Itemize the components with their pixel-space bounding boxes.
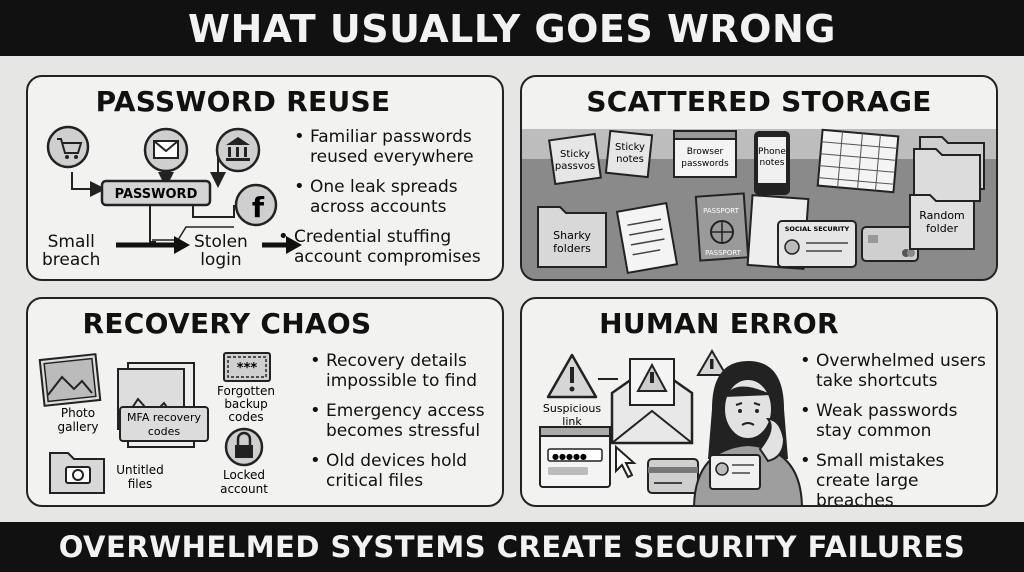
cart-icon (46, 125, 90, 169)
spreadsheet (816, 128, 900, 194)
passport: PASSPORT PASSPORT (694, 192, 750, 262)
panel-password-reuse: PASSWORD REUSE (26, 75, 504, 281)
header-title: WHAT USUALLY GOES WRONG (188, 7, 836, 51)
human-error-bullets: Overwhelmed users take shortcuts Weak pa… (800, 351, 996, 505)
cursor-icon (615, 444, 637, 479)
password-label: PASSWORD (115, 187, 198, 202)
svg-text:gallery: gallery (57, 420, 98, 434)
panel-title: HUMAN ERROR (599, 307, 839, 340)
svg-text:passvos: passvos (555, 161, 595, 172)
svg-text:PASSPORT: PASSPORT (703, 207, 740, 215)
svg-text:folder: folder (926, 222, 958, 235)
bullet: One leak spreads across accounts (294, 177, 502, 217)
browser-window: Browser passwords (673, 130, 737, 178)
scattered-storage-illustration: Sticky passvos Sticky notes Browser pass… (522, 128, 996, 279)
bullet: Old devices hold critical files (310, 451, 502, 491)
svg-text:codes: codes (148, 425, 181, 438)
svg-text:link: link (562, 415, 582, 428)
svg-text:●●●●●: ●●●●● (552, 452, 587, 461)
svg-text:SOCIAL SECURITY: SOCIAL SECURITY (785, 225, 850, 233)
svg-text:codes: codes (228, 410, 263, 424)
svg-text:MFA recovery: MFA recovery (127, 411, 201, 424)
svg-text:Untitled: Untitled (116, 463, 163, 477)
svg-text:folders: folders (553, 242, 591, 255)
panel-title: SCATTERED STORAGE (586, 85, 932, 118)
backup-codes-card: *** (223, 352, 271, 382)
envelope-icon (610, 358, 694, 445)
recovery-chaos-illustration: Photo gallery MFA recovery codes *** For… (38, 352, 275, 496)
svg-text:account: account (220, 482, 268, 496)
svg-text:***: *** (237, 361, 258, 376)
svg-text:backup: backup (224, 397, 267, 411)
svg-text:Forgotten: Forgotten (217, 384, 275, 398)
svg-text:Sharky: Sharky (553, 229, 591, 242)
credit-card (861, 226, 919, 262)
stolen-login-label: Stolen login (194, 232, 248, 270)
panel-recovery-chaos: RECOVERY CHAOS Photo gallery MFA recover… (26, 297, 504, 507)
svg-text:Browser: Browser (687, 147, 724, 157)
bullet: Credential stuffing account compromises (278, 227, 502, 267)
svg-text:Suspicious: Suspicious (543, 402, 602, 415)
panel-title: PASSWORD REUSE (95, 85, 391, 118)
title-band (522, 77, 996, 129)
password-reuse-bullets: Familiar passwords reused everywhere One… (278, 127, 502, 277)
credit-card (647, 458, 699, 494)
svg-text:files: files (128, 477, 153, 491)
svg-text:passwords: passwords (681, 159, 729, 169)
mail-icon (143, 127, 189, 173)
bullet: Recovery details impossible to find (310, 351, 502, 391)
svg-text:Random: Random (919, 209, 965, 222)
bullet: Emergency access becomes stressful (310, 401, 502, 441)
mfa-recovery-codes: MFA recovery codes (119, 406, 209, 442)
folder-stack (913, 136, 985, 202)
bank-icon (215, 127, 261, 173)
folder: Random folder (909, 194, 975, 250)
svg-text:Sticky: Sticky (560, 149, 590, 160)
footer-banner: OVERWHELMED SYSTEMS CREATE SECURITY FAIL… (0, 522, 1024, 572)
header-banner: WHAT USUALLY GOES WRONG (0, 0, 1024, 56)
small-breach-label: Small breach (42, 232, 101, 270)
bullet: Small mistakes create large breaches (800, 451, 996, 505)
bullet: Overwhelmed users take shortcuts (800, 351, 996, 391)
phone: Phone notes (754, 131, 790, 195)
svg-text:Phone: Phone (758, 147, 786, 157)
svg-text:PASSPORT: PASSPORT (705, 249, 742, 257)
footer-title: OVERWHELMED SYSTEMS CREATE SECURITY FAIL… (58, 530, 966, 564)
svg-text:notes: notes (760, 158, 785, 168)
svg-text:Locked: Locked (223, 468, 265, 482)
svg-text:notes: notes (616, 154, 644, 165)
photo-gallery (38, 353, 102, 407)
camera-icon (65, 466, 91, 484)
panel-title: RECOVERY CHAOS (82, 307, 372, 340)
svg-text:Sticky: Sticky (615, 142, 645, 153)
sticky-note: Sticky passvos (548, 132, 602, 186)
folder: Sharky folders (537, 206, 607, 268)
svg-text:Photo: Photo (61, 406, 95, 420)
id-card (709, 454, 761, 490)
bullet: Familiar passwords reused everywhere (294, 127, 502, 167)
facebook-icon: f (234, 183, 278, 227)
human-error-illustration: Suspicious link ●●●●● (539, 349, 803, 505)
bullet: Weak passwords stay common (800, 401, 996, 441)
password-reuse-diagram: PASSWORD f (46, 125, 302, 254)
svg-text:f: f (252, 191, 265, 224)
panel-human-error: HUMAN ERROR Suspicious link ●●●●● (520, 297, 998, 507)
document (615, 201, 679, 275)
warning-icon (546, 353, 598, 399)
lock-icon (224, 427, 264, 467)
recovery-chaos-bullets: Recovery details impossible to find Emer… (310, 351, 502, 501)
folder (49, 452, 105, 494)
login-window: ●●●●● (539, 426, 611, 488)
sticky-note: Sticky notes (604, 129, 654, 179)
panel-scattered-storage: SCATTERED STORAGE Sticky passvos Sticky … (520, 75, 998, 281)
social-security-card: SOCIAL SECURITY (777, 220, 857, 268)
password-box (100, 179, 212, 207)
